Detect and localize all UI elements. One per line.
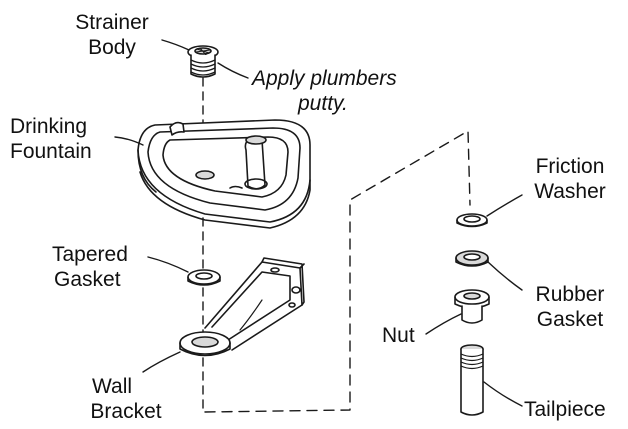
leader-strainer-body [161,39,190,51]
label-rubber-gasket: Rubber Gasket [535,283,605,331]
rubber-gasket-part [455,250,489,267]
label-drinking-fountain: Drinking Fountain [10,115,92,163]
label-friction-washer: Friction Washer [534,155,606,203]
leader-tapered-gasket [147,256,189,273]
leader-tailpiece [483,381,523,407]
tailpiece-part [460,344,484,416]
nut-part [454,289,490,324]
strainer-body-part [187,45,219,78]
label-tapered-gasket: Tapered Gasket [52,243,128,291]
label-strainer-body: Strainer Body [75,11,149,59]
label-tailpiece: Tailpiece [524,398,606,421]
label-nut: Nut [382,324,415,347]
leader-nut [425,313,462,335]
leader-wall-bracket [142,351,181,373]
tapered-gasket-part [187,269,221,286]
wall-dashed-guide [204,130,471,413]
wall-bracket-part [179,257,305,357]
leader-friction-washer [486,194,523,217]
friction-washer-part [456,213,488,228]
label-apply-plumbers-putty: Apply plumbers putty. [252,67,397,115]
leader-note [217,62,249,79]
drinking-fountain-part [137,119,311,229]
label-wall-bracket: Wall Bracket [90,375,162,423]
leader-drinking-fountain [114,136,144,146]
leader-rubber-gasket [487,261,523,291]
